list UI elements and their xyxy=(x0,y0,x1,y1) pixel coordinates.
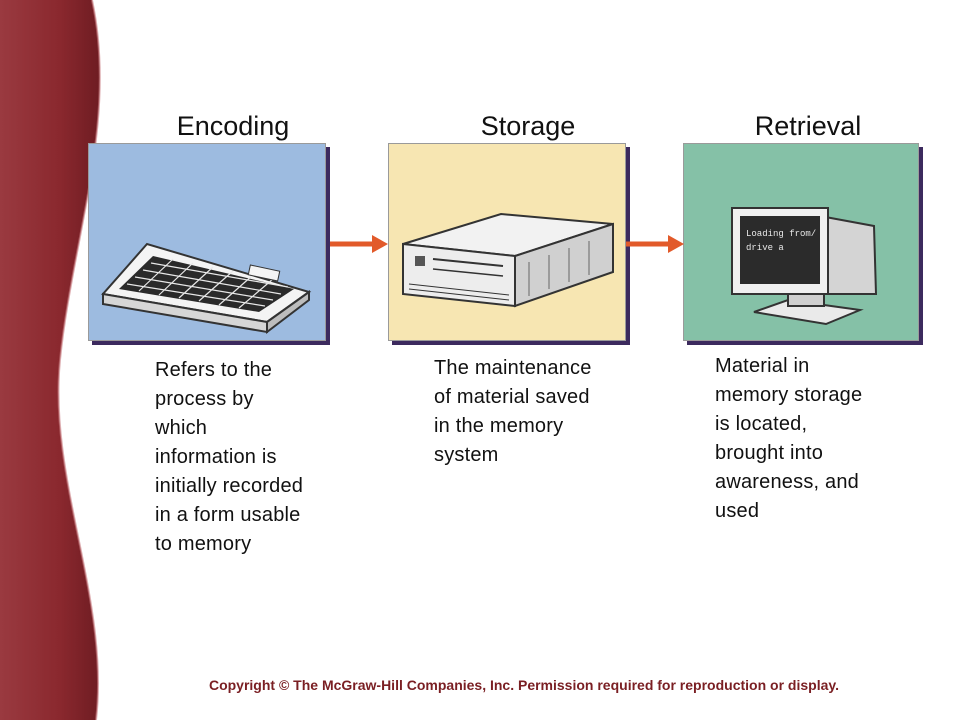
description-line: initially recorded xyxy=(155,475,304,497)
description-line: memory storage xyxy=(715,384,863,406)
description-line: information is xyxy=(155,446,277,468)
description-line: which xyxy=(155,417,208,439)
monitor-icon: Loading from/ drive a xyxy=(731,207,878,326)
screen-text-line-2: drive a xyxy=(746,243,784,253)
description-line: Refers to the xyxy=(155,359,273,381)
description-line: to memory xyxy=(155,533,252,555)
encoding-description: Refers to the process by which informati… xyxy=(155,356,303,559)
description-line: awareness, and xyxy=(715,471,860,493)
description-line: of material saved xyxy=(434,386,590,408)
decorative-side-band xyxy=(0,0,101,720)
arrow-encoding-to-storage xyxy=(330,235,388,253)
computer-box-icon xyxy=(402,212,614,308)
description-line: in a form usable xyxy=(155,504,301,526)
retrieval-title: Retrieval xyxy=(754,111,862,141)
description-line: is located, xyxy=(715,413,808,435)
arrow-storage-to-retrieval xyxy=(626,235,684,253)
screen-text-line-1: Loading from/ xyxy=(746,229,816,239)
keyboard-icon xyxy=(101,242,312,335)
storage-panel xyxy=(388,143,626,341)
encoding-panel xyxy=(88,143,326,341)
description-line: brought into xyxy=(715,442,824,464)
storage-description: The maintenance of material saved in the… xyxy=(434,354,592,470)
description-line: in the memory xyxy=(434,415,564,437)
description-line: Material in xyxy=(715,355,810,377)
retrieval-panel: Loading from/ drive a xyxy=(683,143,919,341)
encoding-title: Encoding xyxy=(176,111,290,141)
description-line: process by xyxy=(155,388,254,410)
description-line: The maintenance xyxy=(434,357,592,379)
description-line: system xyxy=(434,444,499,466)
description-line: used xyxy=(715,500,760,522)
copyright-notice: Copyright © The McGraw-Hill Companies, I… xyxy=(208,677,840,693)
retrieval-description: Material in memory storage is located, b… xyxy=(715,352,862,526)
storage-title: Storage xyxy=(480,111,576,141)
